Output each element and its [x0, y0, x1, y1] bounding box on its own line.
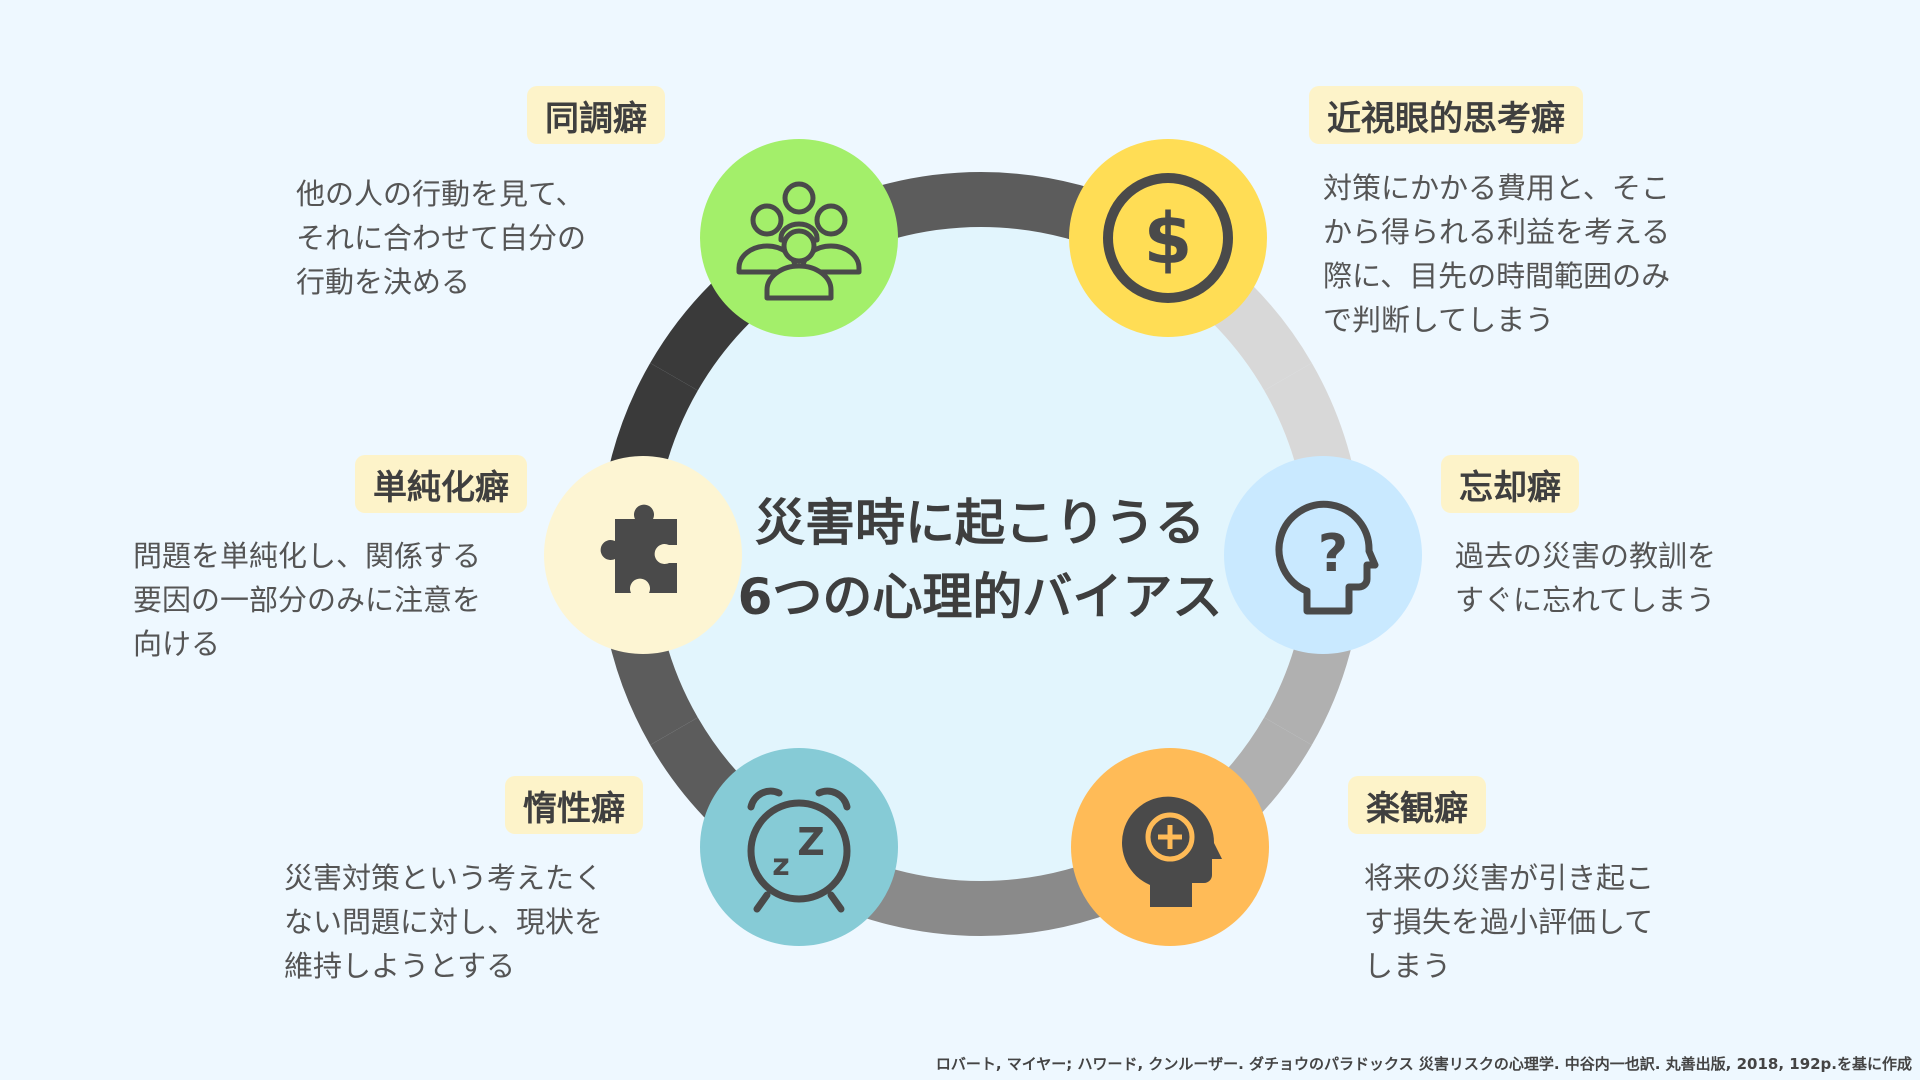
desc-inertia: 災害対策という考えたく ない問題に対し、現状を 維持しようとする	[284, 861, 604, 983]
node-oversimplify	[544, 456, 742, 654]
head-plus-icon	[1122, 796, 1222, 907]
node-forgetting: ?	[1224, 456, 1422, 654]
desc-optimism: 将来の災害が引き起こ す損失を過小評価して しまう	[1364, 861, 1655, 983]
node-myopic: $	[1069, 139, 1267, 337]
svg-text:?: ?	[1318, 524, 1348, 584]
puzzle-piece-icon	[600, 504, 677, 593]
center-title-line-1: 災害時に起こりうる	[755, 494, 1205, 552]
desc-oversimplify: 問題を単純化し、関係する 要因の一部分のみに注意を 向ける	[133, 539, 482, 661]
people-group-icon	[736, 181, 862, 301]
dollar-coin-icon: $	[1103, 173, 1233, 303]
label-conformity: 同調癖	[527, 86, 665, 144]
node-inertia: z Z	[700, 748, 898, 946]
desc-conformity: 他の人の行動を見て、 それに合わせて自分の 行動を決める	[296, 177, 587, 299]
desc-forgetting: 過去の災害の教訓を すぐに忘れてしまう	[1455, 539, 1717, 617]
node-optimism	[1071, 748, 1269, 946]
desc-myopic: 対策にかかる費用と、そこ から得られる利益を考える 際に、目先の時間範囲のみ で…	[1323, 171, 1671, 337]
center-title: 災害時に起こりうる 6つの心理的バイアス	[700, 480, 1260, 640]
label-inertia: 惰性癖	[505, 776, 643, 834]
label-oversimplify: 単純化癖	[355, 455, 527, 513]
svg-text:$: $	[1144, 198, 1193, 280]
head-question-icon: ?	[1275, 500, 1379, 615]
alarm-clock-sleep-icon: z Z	[747, 787, 851, 913]
label-myopic: 近視眼的思考癖	[1309, 86, 1583, 144]
label-forgetting: 忘却癖	[1441, 455, 1579, 513]
svg-text:z: z	[772, 848, 789, 883]
inner-circle	[654, 227, 1308, 881]
svg-text:Z: Z	[797, 820, 825, 864]
center-title-line-2: 6つの心理的バイアス	[737, 568, 1223, 626]
node-conformity	[700, 139, 898, 337]
label-optimism: 楽観癖	[1348, 776, 1486, 834]
source-credit: ロバート, マイヤー; ハワード, クンルーザー. ダチョウのパラドックス 災害…	[935, 1055, 1912, 1073]
